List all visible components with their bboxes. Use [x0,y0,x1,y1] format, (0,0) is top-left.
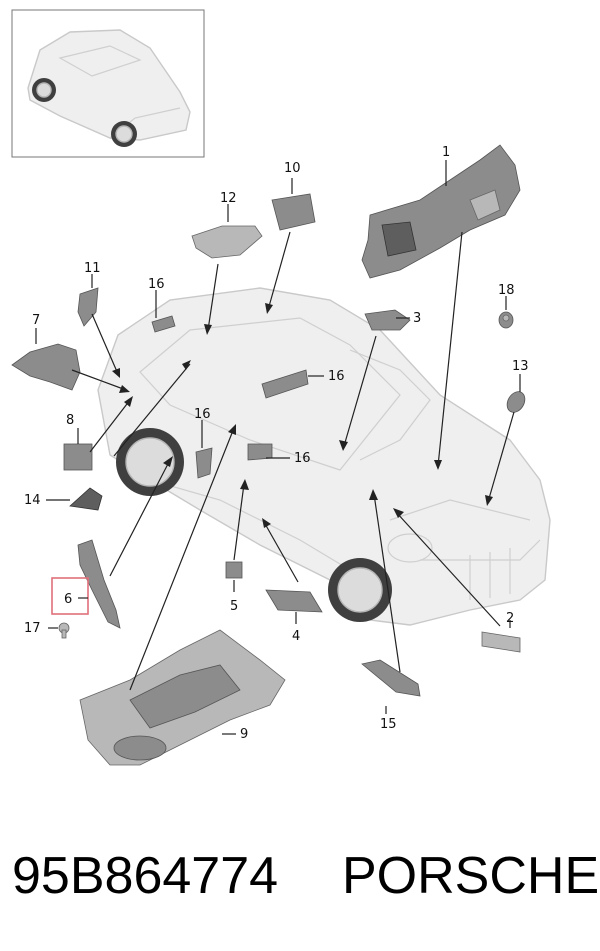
part-6-pillar-insulation[interactable] [77,539,121,629]
part-11-insulation-strip[interactable] [77,287,99,327]
callout-17: 17 [24,621,41,636]
callout-18: 18 [498,283,515,298]
callout-2: 2 [506,611,514,626]
part-12-roof-insulation[interactable] [191,225,263,259]
callout-4: 4 [292,629,300,644]
callout-16-roof: 16 [148,277,165,292]
callout-5: 5 [230,599,238,614]
part-number: 95B864774 [12,847,279,905]
part-15-insulation-strip[interactable] [361,659,421,697]
callout-16-door: 16 [194,407,211,422]
vehicle-thumbnail [11,9,205,158]
footer: 95B864774 PORSCHE [0,836,600,916]
callout-12: 12 [220,191,237,206]
callout-16-center: 16 [328,369,345,384]
callout-8: 8 [66,413,74,428]
part-5-foam-block[interactable] [225,561,243,579]
callout-7: 7 [32,313,40,328]
callout-14: 14 [24,493,41,508]
leader-lines [35,160,521,735]
brand-name: PORSCHE [342,847,600,905]
callout-6: 6 [64,592,72,607]
vehicle-illustration [97,287,551,626]
callout-16-side: 16 [294,451,311,466]
part-17-clip[interactable] [58,622,70,639]
part-1-bulkhead-insulation[interactable] [361,144,521,279]
callout-9: 9 [240,727,248,742]
part-10-insulation-pad[interactable] [271,193,316,231]
callout-1: 1 [442,145,450,160]
callout-15: 15 [380,717,397,732]
part-13-disc[interactable] [504,388,529,415]
part-8-foam-block[interactable] [63,443,93,471]
part-16-pad-roof[interactable] [151,315,176,333]
callout-10: 10 [284,161,301,176]
callout-labels: 1 2 3 4 5 6 7 8 9 10 11 12 13 14 15 16 1… [24,145,529,742]
part-7-wheelhouse-liner[interactable] [11,343,81,391]
callout-13: 13 [512,359,529,374]
part-9-floor-insulation[interactable] [79,629,286,766]
part-14-insulation-pad[interactable] [69,487,103,511]
part-16-pad-center[interactable] [261,369,309,399]
part-6-highlight [51,577,89,615]
part-4-insulation-pad[interactable] [265,589,323,613]
callout-3: 3 [413,311,421,326]
part-2-insulation-pad[interactable] [481,631,521,653]
part-3-bracket[interactable] [364,309,411,331]
callout-11: 11 [84,261,101,276]
part-16-pad-door[interactable] [195,447,213,479]
part-18-grommet[interactable] [498,311,514,329]
